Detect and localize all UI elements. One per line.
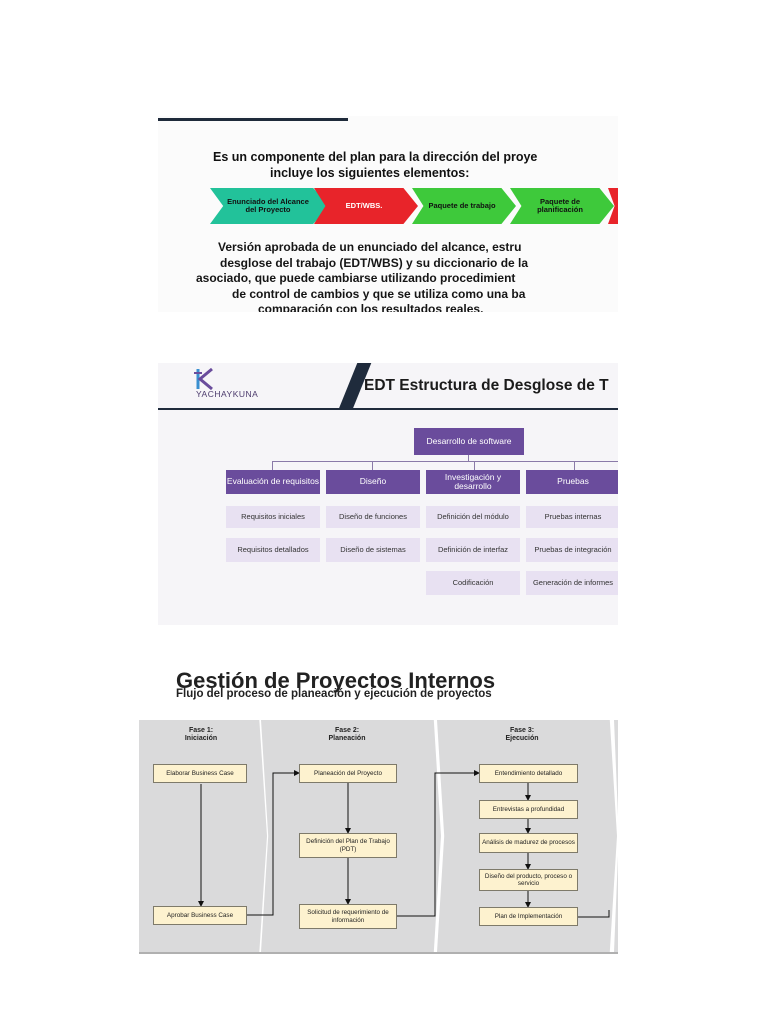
process-flow-diagram: Fase 1: Iniciación Fase 2: Planeación Fa…	[139, 720, 618, 952]
phase-1-label: Fase 1: Iniciación	[184, 727, 218, 743]
scope-heading-line2: incluye los siguientes elementos:	[270, 166, 470, 180]
connector	[468, 454, 469, 461]
connector	[574, 461, 575, 470]
step-entendimiento-detallado: Entendimiento detallado	[479, 764, 578, 783]
connector	[272, 461, 618, 462]
phase-3-label: Fase 3: Ejecución	[505, 727, 539, 743]
step-entrevistas: Entrevistas a profundidad	[479, 800, 578, 819]
bottom-rule	[139, 952, 618, 954]
edt-title: EDT Estructura de Desglose de T	[364, 377, 609, 394]
edt-item: Codificación	[426, 571, 520, 595]
edt-item: Generación de informes	[526, 571, 618, 595]
definition-line: desglose del trabajo (EDT/WBS) y su dicc…	[220, 255, 529, 270]
gestion-title: Gestión de Proyectos Internos	[176, 668, 496, 693]
yachaykuna-logo-icon	[194, 367, 213, 391]
scope-heading-line1: Es un componente del plan para la direcc…	[213, 150, 538, 164]
connector	[372, 461, 373, 470]
header-rule	[158, 408, 618, 410]
step-plan-implementacion: Plan de Implementación	[479, 907, 578, 926]
chevron-edt-wbs: EDT/WBS.	[314, 188, 418, 224]
step-analisis-madurez: Análisis de madurez de procesos	[479, 833, 578, 853]
connector	[474, 461, 475, 470]
flow-arrows	[198, 770, 610, 918]
chevron-planning-package: Paquete de planificación	[510, 188, 614, 224]
scope-baseline-definition: Versión aprobada de un enunciado del alc…	[196, 240, 618, 312]
edt-item: Pruebas de integración	[526, 538, 618, 562]
phase-2-label: Fase 2: Planeación	[328, 727, 366, 743]
logo-text: YACHAYKUNA	[196, 389, 259, 399]
edt-item: Definición del módulo	[426, 506, 520, 528]
edt-item: Requisitos iniciales	[226, 506, 320, 528]
connector	[272, 461, 273, 470]
definition-line: de control de cambios y que se utiliza c…	[232, 286, 526, 301]
edt-slide: YACHAYKUNA EDT Estructura de Desglose de…	[158, 363, 618, 625]
edt-header-requirements: Evaluación de requisitos	[226, 470, 320, 494]
gestion-subtitle: Flujo del proceso de planeación y ejecuc…	[176, 688, 492, 700]
edt-item: Definición de interfaz	[426, 538, 520, 562]
scope-baseline-slide: Es un componente del plan para la direcc…	[158, 116, 618, 312]
step-aprobar-business-case: Aprobar Business Case	[153, 906, 247, 925]
edt-header-research: Investigación y desarrollo	[426, 470, 520, 494]
definition-line: Versión aprobada de un enunciado del alc…	[218, 240, 522, 254]
slide-top-rule	[158, 118, 348, 121]
step-diseno-producto: Diseño del producto, proceso o servicio	[479, 869, 578, 891]
step-solicitud-requerimiento: Solicitud de requerimiento de informació…	[299, 904, 397, 929]
edt-item: Requisitos detallados	[226, 538, 320, 562]
edt-item: Diseño de funciones	[326, 506, 420, 528]
step-elaborar-business-case: Elaborar Business Case	[153, 764, 247, 783]
edt-root-node: Desarrollo de software	[414, 428, 524, 455]
chevron-work-package: Paquete de trabajo	[412, 188, 516, 224]
edt-item: Diseño de sistemas	[326, 538, 420, 562]
edt-item: Pruebas internas	[526, 506, 618, 528]
definition-line: comparación con los resultados reales.	[258, 302, 484, 312]
definition-line: asociado, que puede cambiarse utilizando…	[196, 271, 516, 285]
edt-header-design: Diseño	[326, 470, 420, 494]
step-definicion-pdt: Definición del Plan de Trabajo (PDT)	[299, 833, 397, 858]
edt-header-testing: Pruebas	[526, 470, 618, 494]
step-planeacion-proyecto: Planeación del Proyecto	[299, 764, 397, 783]
chevron-scope-statement: Enunciado del Alcance del Proyecto	[210, 188, 330, 224]
